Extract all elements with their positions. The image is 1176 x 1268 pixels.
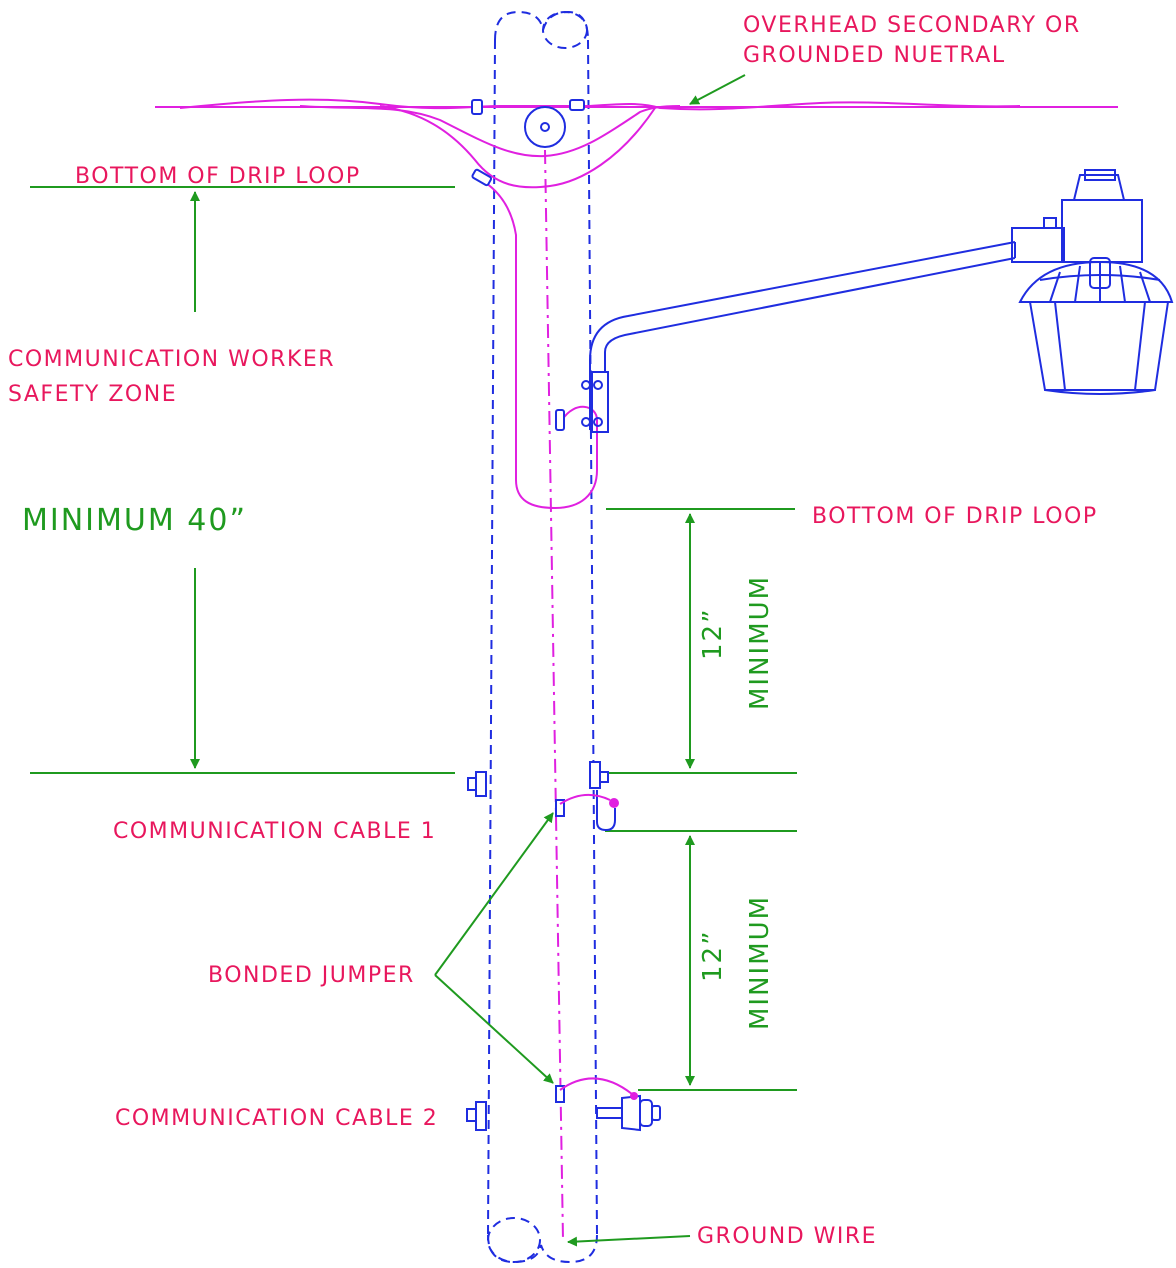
lamp-globe	[1018, 260, 1174, 303]
overhead-secondary-wires	[155, 98, 1118, 189]
pole-top-ellipse	[542, 11, 588, 49]
bonded-jumper-1	[559, 793, 611, 805]
overhead-leader	[689, 74, 746, 105]
pole-bottom-ellipse	[487, 1217, 541, 1263]
safety-zone-label-line1: COMMUNICATION WORKER	[8, 347, 335, 372]
bonded-jumper-leader-upper	[434, 812, 554, 976]
arm-mount-bracket	[591, 371, 609, 433]
minimum-40-label: MINIMUM 40”	[22, 503, 247, 538]
bonded-jumper-label: BONDED JUMPER	[208, 963, 415, 988]
upper-dimension-word: MINIMUM	[745, 575, 775, 710]
comm-cable-2-hardware	[466, 1085, 661, 1132]
comm-cable-2-label: COMMUNICATION CABLE 2	[115, 1106, 438, 1131]
pole-right-edge	[587, 39, 598, 1236]
overhead-clamps	[471, 99, 585, 431]
bonded-jumper-leader-lower	[434, 974, 554, 1084]
upper-dimension-value: 12”	[698, 607, 728, 660]
jumper-2-connector	[630, 1092, 638, 1100]
drip-loop-label-left: BOTTOM OF DRIP LOOP	[75, 164, 361, 189]
streetlight-arm	[589, 241, 1016, 430]
lower-dimension-value: 12”	[698, 929, 728, 982]
pole-top-cap	[494, 10, 589, 41]
pole-bottom-cap	[487, 1234, 598, 1264]
streetlight	[581, 169, 1174, 433]
utility-pole	[487, 10, 598, 1264]
bonded-jumper-2	[559, 1077, 633, 1095]
pole-top-bolt	[524, 106, 566, 148]
ground-wire	[544, 149, 564, 1241]
reference-lines	[30, 186, 797, 1091]
comm-cable-1-label: COMMUNICATION CABLE 1	[113, 819, 436, 844]
lower-dimension-word: MINIMUM	[745, 895, 775, 1030]
lamp-housing	[1061, 199, 1143, 263]
overhead-secondary-label-line2: GROUNDED NUETRAL	[743, 43, 1006, 68]
lamp-lens	[1029, 301, 1169, 391]
dimension-arrows	[190, 74, 746, 1247]
ground-wire-leader	[567, 1235, 691, 1247]
jumper-1-connector	[609, 798, 619, 808]
overhead-secondary-label-line1: OVERHEAD SECONDARY OR	[743, 13, 1081, 38]
ground-wire-label: GROUND WIRE	[697, 1224, 877, 1249]
pole-left-edge	[487, 39, 496, 1236]
service-drop-loop	[477, 177, 598, 510]
safety-zone-label-line2: SAFETY ZONE	[8, 382, 177, 407]
drip-loop-label-right: BOTTOM OF DRIP LOOP	[812, 504, 1098, 529]
comm-cable-1-hardware	[467, 761, 616, 832]
